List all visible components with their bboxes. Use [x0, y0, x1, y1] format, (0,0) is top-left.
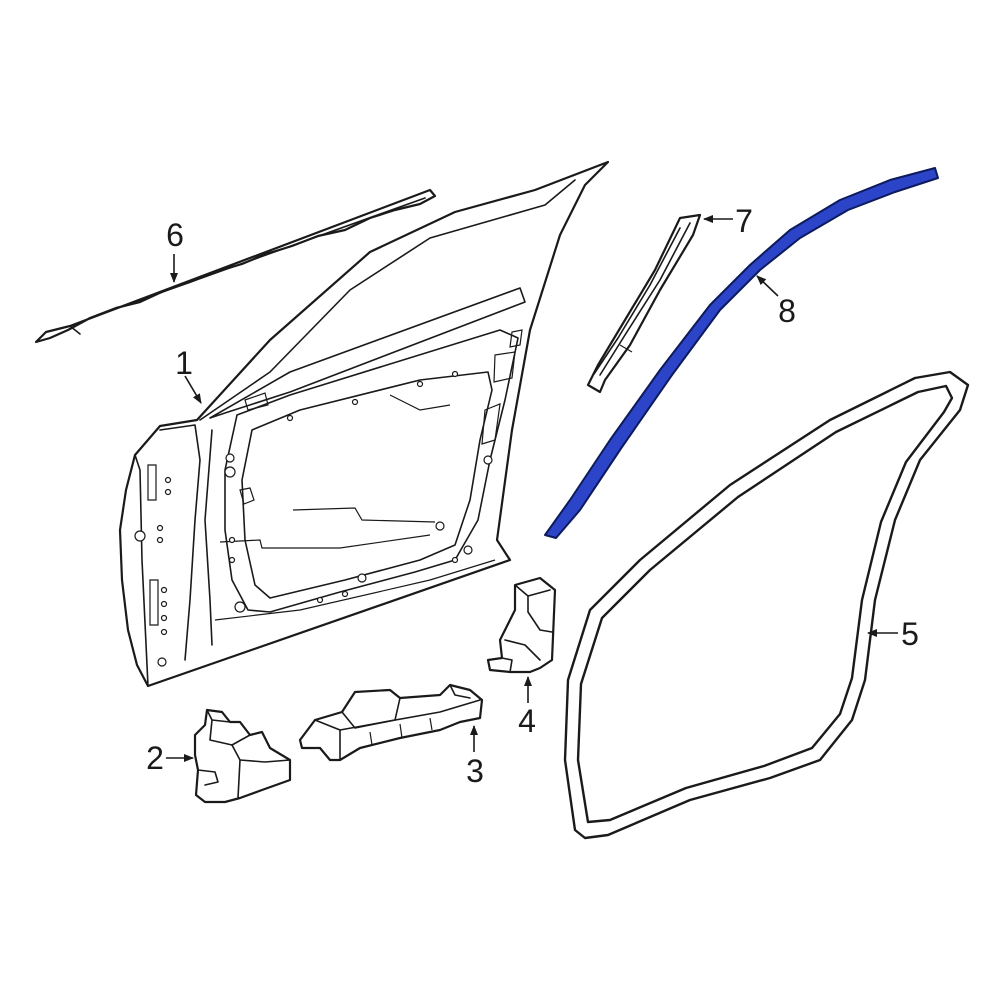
callout-8: 8 — [756, 275, 796, 329]
callout-label-6: 6 — [166, 217, 184, 253]
part-2-mount-block[interactable] — [193, 708, 292, 804]
callout-label-8: 8 — [778, 293, 796, 329]
part-7-frame-trim[interactable] — [586, 213, 702, 394]
callout-label-5: 5 — [901, 616, 919, 652]
part-8-weatherstrip-highlighted[interactable] — [544, 167, 939, 539]
callout-label-1: 1 — [175, 345, 193, 381]
part-4-bracket[interactable] — [486, 576, 557, 674]
callout-3: 3 — [466, 725, 484, 789]
callout-label-2: 2 — [146, 740, 164, 776]
callout-1: 1 — [175, 345, 202, 404]
part-5-door-seal[interactable] — [563, 370, 970, 840]
callout-label-7: 7 — [735, 203, 753, 239]
callout-label-3: 3 — [466, 753, 484, 789]
callout-6: 6 — [166, 217, 184, 283]
part-6-belt-molding[interactable] — [34, 188, 437, 344]
part-3-lower-bracket[interactable] — [298, 683, 484, 762]
callout-5: 5 — [867, 616, 919, 652]
callout-4: 4 — [518, 676, 536, 739]
callout-label-4: 4 — [518, 703, 536, 739]
callout-2: 2 — [146, 740, 194, 776]
part-1-door-shell[interactable] — [118, 160, 610, 688]
callout-7: 7 — [703, 203, 753, 239]
